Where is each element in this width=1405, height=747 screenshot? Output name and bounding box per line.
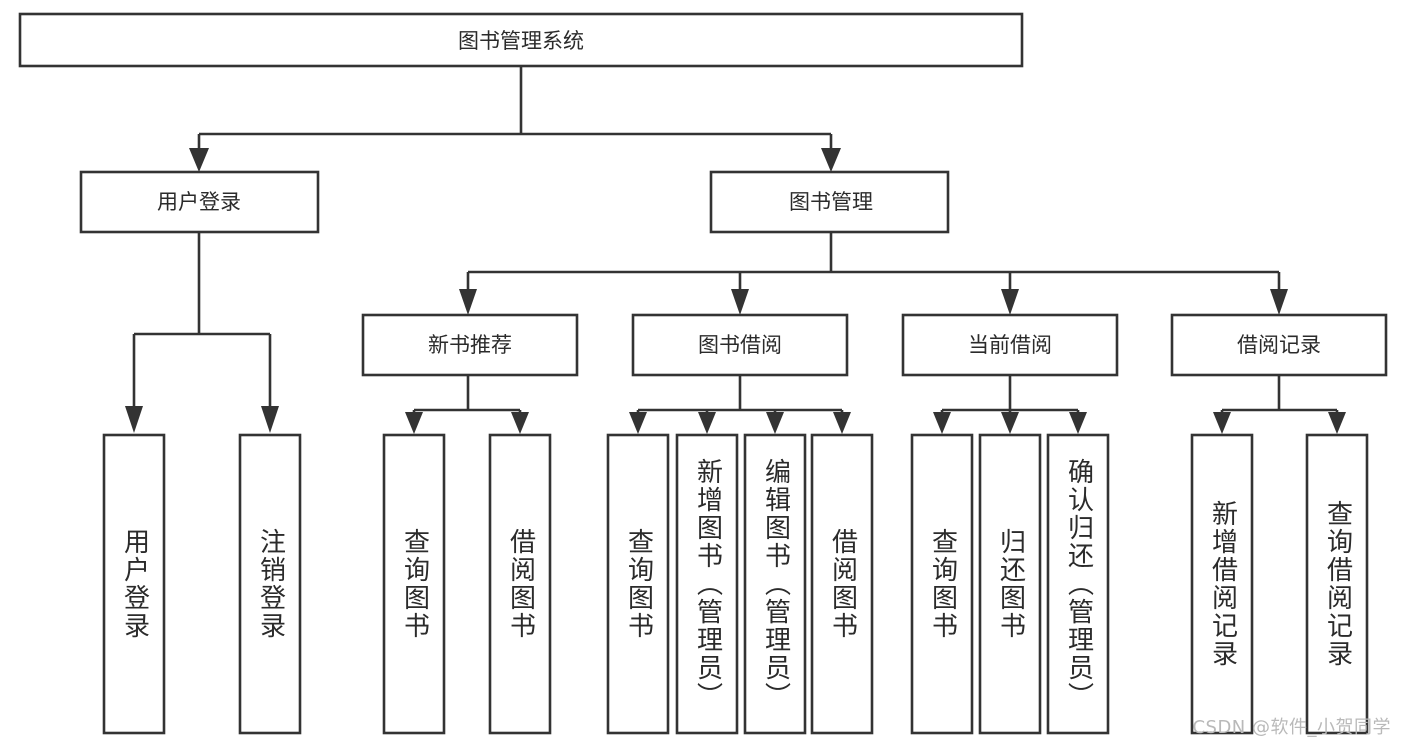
arrow-user-login-leaf-2 [261,406,279,433]
node-new-book-recommend-box[interactable] [361,313,579,377]
leaf-box-current-borrow-2[interactable] [978,433,1042,735]
arrow-to-user-login [189,148,209,172]
arrow-to-book-borrow [731,289,749,315]
node-borrow-record-label: 借阅记录 [1237,333,1321,357]
arrow-book-borrow-leaf-1 [629,412,647,434]
node-book-borrow-label: 图书借阅 [698,333,782,357]
arrow-borrow-record-leaf-1 [1213,412,1231,434]
leaf-box-book-borrow-3[interactable] [743,433,807,735]
arrow-to-book-manage [821,148,841,172]
node-root-label: 图书管理系统 [458,29,584,53]
node-current-borrow-label: 当前借阅 [968,333,1052,357]
leaf-box-book-borrow-4[interactable] [810,433,874,735]
node-layer: 图书管理系统 用户登录 图书管理 新书推荐 图书借阅 当前借阅 借阅记录 [18,12,1388,735]
leaf-box-new-book-2[interactable] [488,433,552,735]
leaf-box-current-borrow-3[interactable] [1046,433,1110,735]
arrow-to-new-book [459,289,477,315]
node-root-box[interactable] [18,12,1024,68]
csdn-watermark: CSDN @软件_小贺同学 [1192,717,1391,738]
arrow-book-borrow-leaf-2 [698,412,716,434]
leaf-box-borrow-record-1[interactable] [1190,433,1254,735]
arrow-user-login-leaf-1 [125,406,143,433]
arrow-new-book-leaf-2 [511,412,529,434]
leaf-box-current-borrow-1[interactable] [910,433,974,735]
arrow-current-borrow-leaf-1 [933,412,951,434]
arrow-to-current-borrow [1001,289,1019,315]
arrow-new-book-leaf-1 [405,412,423,434]
node-current-borrow-box[interactable] [901,313,1119,377]
arrow-current-borrow-leaf-3 [1069,412,1087,434]
connector-layer [125,66,1346,434]
arrow-borrow-record-leaf-2 [1328,412,1346,434]
arrow-book-borrow-leaf-4 [833,412,851,434]
arrow-current-borrow-leaf-2 [1001,412,1019,434]
arrow-book-borrow-leaf-3 [766,412,784,434]
node-book-manage-box[interactable] [709,170,950,234]
node-user-login-label: 用户登录 [157,190,241,214]
node-book-manage-label: 图书管理 [789,190,873,214]
leaf-box-book-borrow-2[interactable] [675,433,739,735]
leaf-box-book-borrow-1[interactable] [606,433,670,735]
leaf-box-user-login-1[interactable] [102,433,166,735]
node-book-borrow-box[interactable] [631,313,849,377]
leaf-box-borrow-record-2[interactable] [1305,433,1369,735]
leaf-box-user-login-2[interactable] [238,433,302,735]
node-new-book-recommend-label: 新书推荐 [428,333,512,357]
node-borrow-record-box[interactable] [1170,313,1388,377]
arrow-to-borrow-record [1270,289,1288,315]
node-user-login-box[interactable] [79,170,320,234]
leaf-box-new-book-1[interactable] [382,433,446,735]
